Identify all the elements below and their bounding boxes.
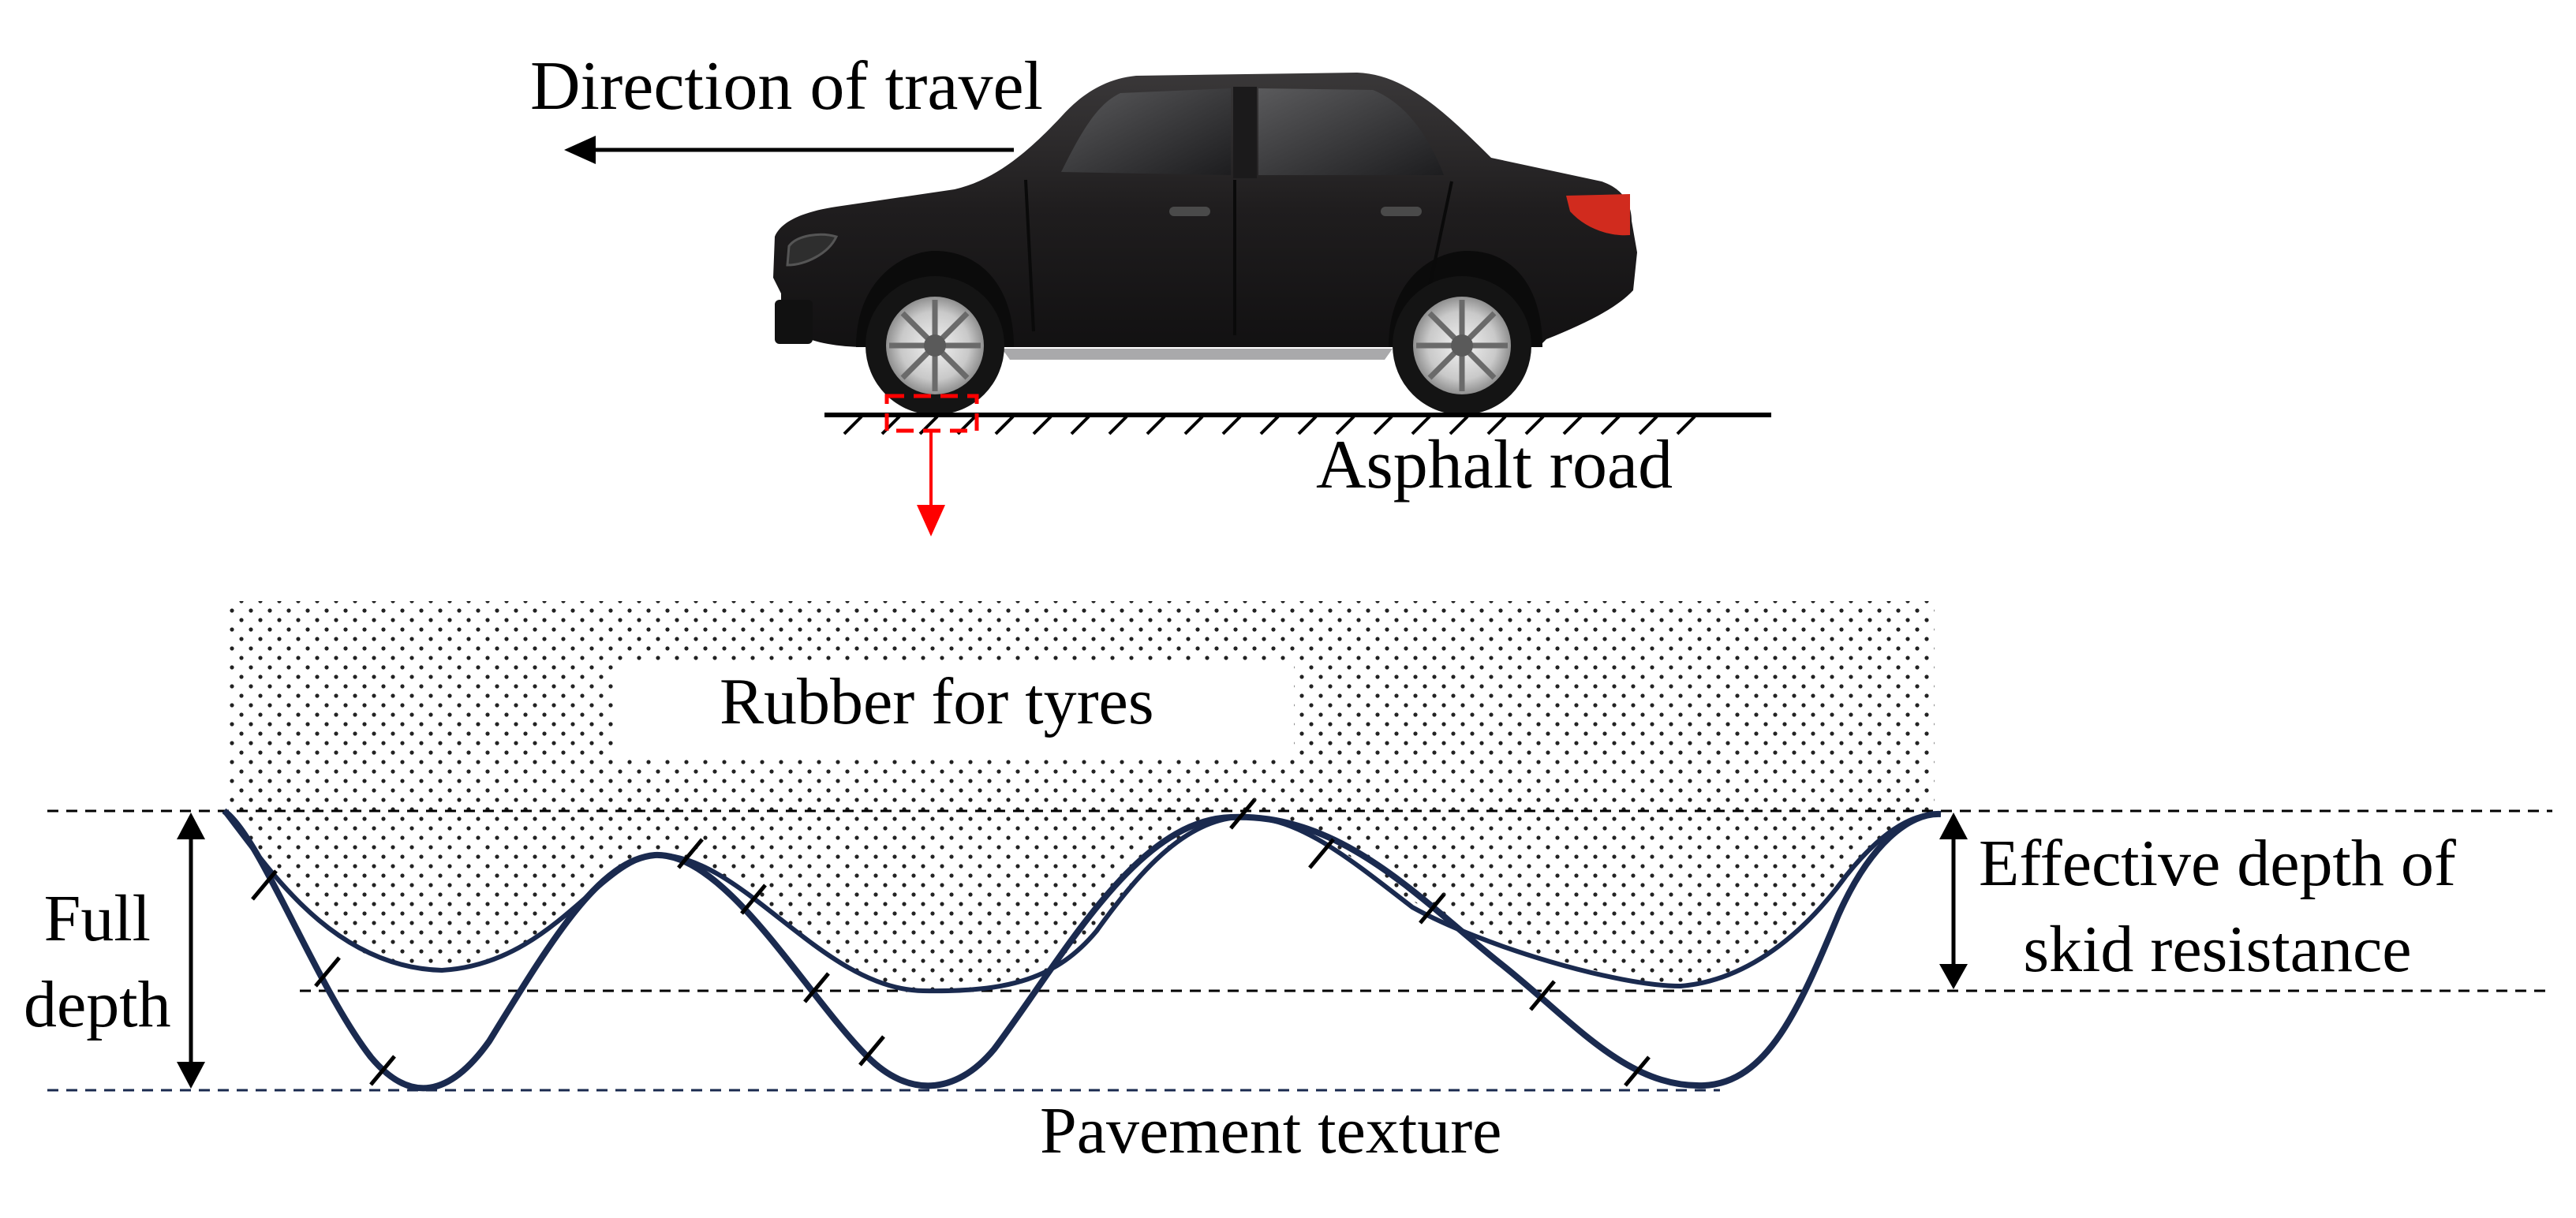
road-hatch-mark — [1108, 415, 1128, 435]
rubber-label: Rubber for tyres — [720, 665, 1154, 738]
full-depth-arrow — [177, 813, 205, 1089]
road-hatch-mark — [1297, 415, 1318, 435]
road-hatch-mark — [1032, 415, 1052, 435]
road-hatch-mark — [1600, 415, 1621, 435]
texture-hatch-mark — [1624, 1055, 1651, 1087]
road-hatch-mark — [1335, 415, 1355, 435]
direction-of-travel-label: Direction of travel — [530, 48, 1043, 125]
road-hatch-mark — [1183, 415, 1204, 435]
effective-depth-label: Effective depth of skid resistance — [1979, 820, 2456, 992]
road-hatch-mark — [1638, 415, 1658, 435]
road-hatch-mark — [1221, 415, 1242, 435]
asphalt-road-surface — [824, 413, 1771, 435]
texture-hatch-mark — [314, 956, 341, 988]
texture-hatch-mark — [1419, 893, 1445, 925]
road-hatch-mark — [843, 415, 863, 435]
effective-depth-line1: Effective depth of — [1979, 827, 2456, 900]
texture-hatch-mark — [1229, 798, 1256, 830]
road-hatch-mark — [1676, 415, 1696, 435]
texture-hatch-mark — [740, 884, 767, 915]
pavement-texture-profile — [222, 798, 1942, 1092]
road-hatch-mark — [918, 415, 939, 435]
texture-hatch-mark — [677, 838, 704, 869]
road-hatch-mark — [994, 415, 1015, 435]
road-hatch-mark — [1259, 415, 1280, 435]
full-depth-line1: Full — [43, 882, 151, 955]
car-icon — [773, 73, 1637, 415]
effective-depth-arrow — [1939, 813, 1968, 989]
direction-arrow — [564, 136, 1014, 164]
texture-hatch-mark — [251, 869, 278, 901]
road-hatch-mark — [1449, 415, 1469, 435]
texture-hatch-mark — [803, 972, 830, 1003]
pavement-texture-label: Pavement texture — [1040, 1094, 1502, 1168]
texture-hatch-mark — [1529, 980, 1556, 1011]
front-wheel — [866, 276, 1004, 415]
full-depth-line2: depth — [24, 968, 171, 1042]
texture-hatch-mark — [858, 1035, 885, 1067]
road-hatch-mark — [1524, 415, 1545, 435]
full-depth-label: Full depth — [24, 876, 171, 1048]
road-hatch-mark — [1146, 415, 1166, 435]
road-hatch-mark — [880, 415, 901, 435]
rubber-region — [227, 601, 1935, 992]
road-hatch-mark — [1070, 415, 1090, 435]
road-hatch-mark — [1562, 415, 1583, 435]
reference-lines — [47, 809, 2552, 1092]
rear-wheel — [1393, 276, 1531, 415]
texture-hatch-mark — [1308, 838, 1335, 869]
zoom-box-icon — [884, 394, 979, 536]
road-hatch-mark — [1411, 415, 1431, 435]
effective-depth-line2: skid resistance — [2023, 913, 2412, 987]
road-hatch-mark — [1373, 415, 1393, 435]
texture-hatch-mark — [369, 1055, 396, 1086]
asphalt-road-label: Asphalt road — [1316, 427, 1673, 503]
road-hatch-mark — [1486, 415, 1507, 435]
